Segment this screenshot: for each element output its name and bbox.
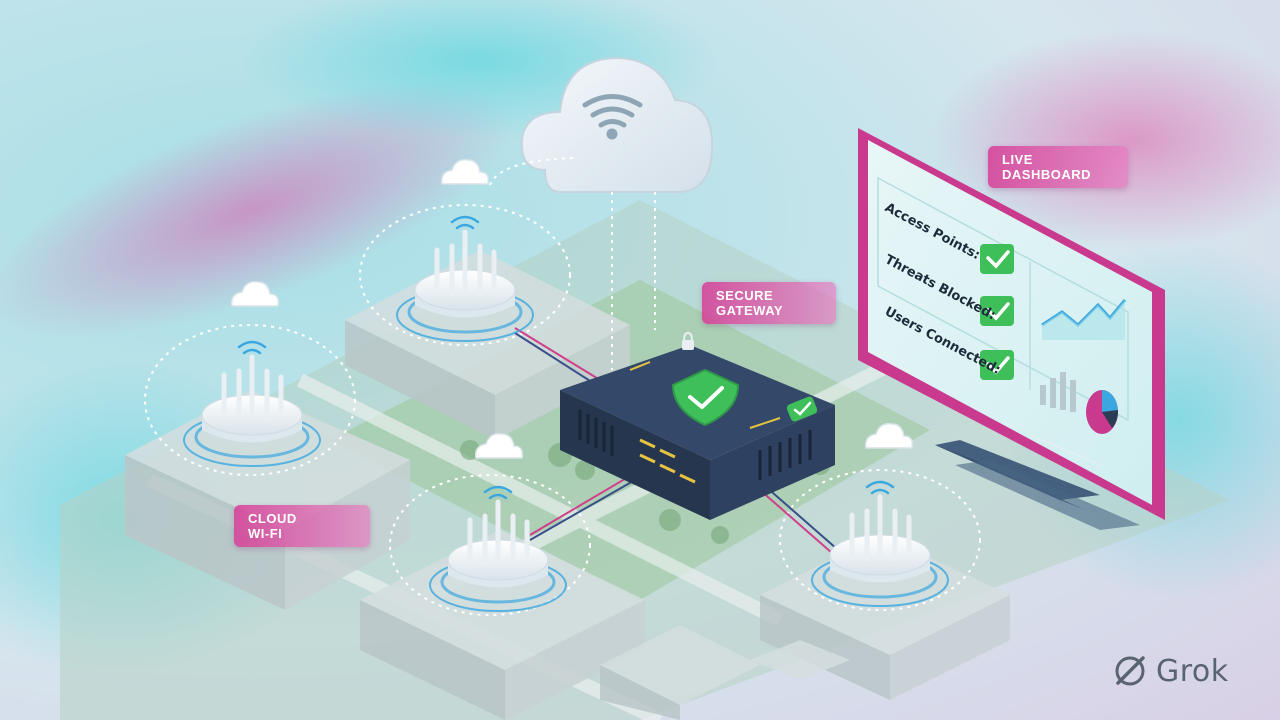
grok-watermark: Grok [1112, 646, 1229, 696]
live-dashboard-label: LIVE DASHBOARD [988, 146, 1128, 188]
watermark-text: Grok [1156, 653, 1229, 689]
label-line: SECURE [716, 288, 774, 303]
status-check-icon [980, 350, 1014, 380]
small-cloud-icons [230, 158, 914, 459]
cloud-wifi-label: CLOUD WI-FI [234, 505, 370, 547]
grok-logo-icon [1115, 656, 1145, 686]
access-point-icon [429, 485, 567, 612]
bar-chart-icon [1040, 372, 1076, 412]
status-check-icon [980, 296, 1014, 326]
lock-icon [682, 331, 694, 350]
dashboard-monitor: Access Points: Threats Blocked: Users Co… [858, 128, 1165, 530]
check-badge-icon [786, 396, 818, 422]
building-bottom [360, 530, 645, 720]
pie-chart-icon [1086, 389, 1119, 434]
secure-gateway-device [560, 331, 835, 520]
building-small [600, 625, 850, 720]
access-point-icon [396, 215, 534, 342]
cloud-icon [520, 56, 714, 193]
label-line: GATEWAY [716, 303, 784, 318]
secure-gateway-label: SECURE GATEWAY [702, 282, 836, 324]
shield-check-icon [671, 368, 740, 427]
access-point-icon [183, 340, 321, 467]
label-line: DASHBOARD [1002, 167, 1091, 182]
label-line: CLOUD [248, 511, 297, 526]
label-line: WI-FI [248, 526, 283, 541]
wifi-icon [582, 94, 643, 140]
label-line: LIVE [1002, 152, 1033, 167]
status-check-icon [980, 244, 1014, 274]
access-point-icon [811, 480, 949, 607]
